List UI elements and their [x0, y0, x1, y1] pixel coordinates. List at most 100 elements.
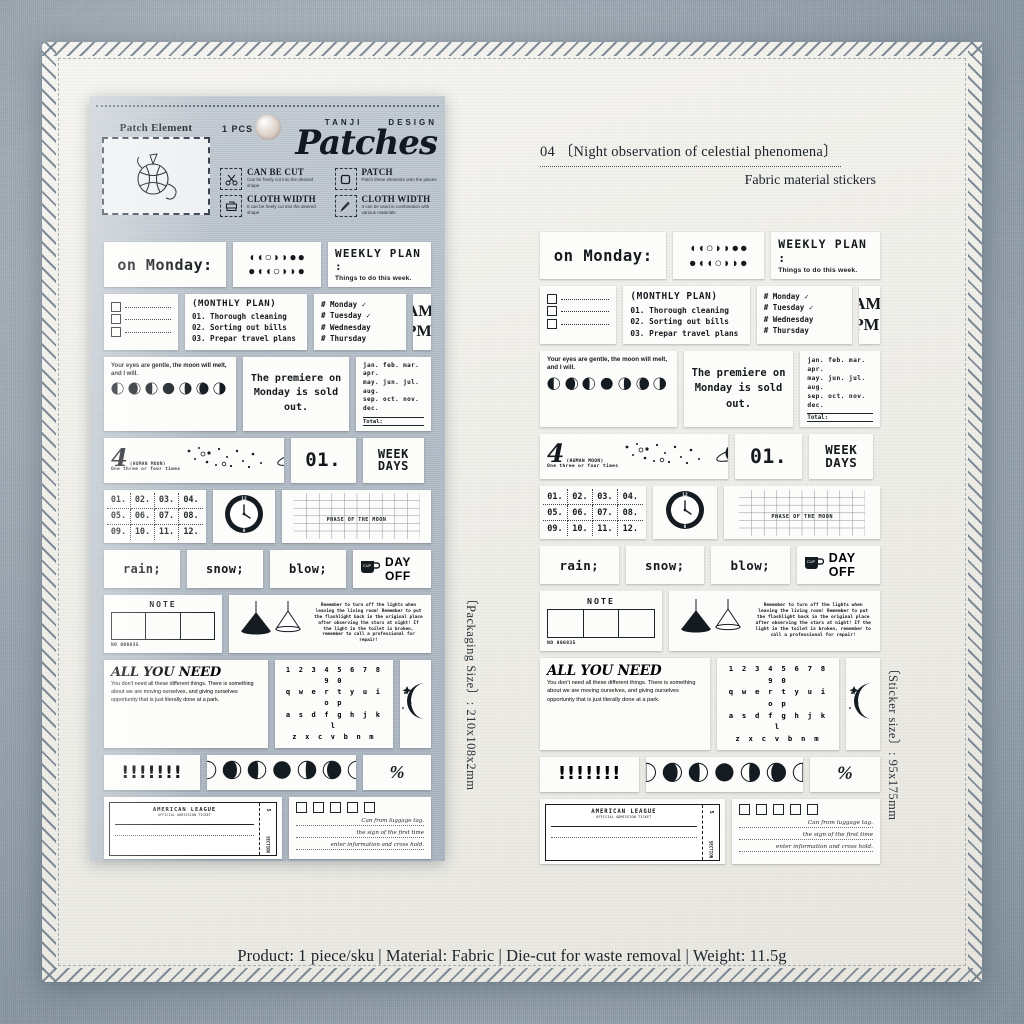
sticker-checkbox-list[interactable] [540, 286, 617, 344]
sticker-script-lines[interactable]: Can from luggage tag.the sign of the fir… [289, 797, 431, 860]
sticker-months[interactable]: jan. feb. mar. apr.may. jun. jul. aug.se… [800, 350, 880, 428]
check-mark: ✓ [808, 303, 814, 313]
sticker-lamp-note[interactable]: Remember to turn off the lights when lea… [229, 594, 431, 653]
sticker-quote-moons[interactable]: Your eyes are gentle, the moon will melt… [540, 350, 677, 428]
script-rule [738, 851, 873, 853]
checkbox-icon[interactable] [111, 314, 121, 324]
sticker-premiere[interactable]: The premiere on Monday is sold out. [683, 350, 794, 428]
sticker-weather-word[interactable]: snow; [625, 546, 704, 585]
product-footer-info: Product: 1 piece/sku | Material: Fabric … [237, 946, 787, 965]
sticker-weather-word[interactable]: rain; [104, 549, 180, 588]
month-line: may. jun. jul. aug. [807, 374, 866, 391]
sticker-moon-phase-grid[interactable]: PHASE OF THE MOON [282, 489, 431, 543]
sticker-number-grid[interactable]: 01.02.03.04.05.06.07.08.09.10.11.12. [540, 486, 646, 540]
sticker-months[interactable]: jan. feb. mar. apr.may. jun. jul. aug.se… [356, 356, 431, 431]
sticker-moon-dots[interactable]: ◖◖○◗◗●●●◖◖○◗◗● [233, 242, 321, 287]
checkbox-icon[interactable] [755, 804, 767, 816]
lamp-icon [236, 601, 308, 646]
sticker-exclamations[interactable]: !!!!!!! [540, 756, 640, 793]
sticker-weekly-plan[interactable]: WEEKLY PLAN :Things to do this week. [771, 232, 880, 279]
check-mark: ✓ [366, 311, 371, 321]
checkbox-icon[interactable] [547, 318, 557, 329]
paper-dashed-frame [58, 58, 966, 966]
sticker-weekday-hashtags[interactable]: # Monday ✓# Tuesday ✓# Wednesday # Thurs… [314, 294, 406, 350]
star-dots-icon [183, 445, 269, 476]
checkbox-icon[interactable] [313, 802, 324, 814]
sticker-moon-dots[interactable]: ◖◖○◗◗●●●◖◖○◗◗● [673, 232, 765, 279]
sticker-weekday-hashtags[interactable]: # Monday ✓# Tuesday ✓# Wednesday # Thurs… [756, 286, 852, 344]
sticker-checkbox-list[interactable] [104, 294, 178, 350]
sticker-lamp-note[interactable]: Remember to turn off the lights when lea… [669, 591, 880, 652]
sticker-weekly-plan[interactable]: WEEKLY PLAN :Things to do this week. [328, 242, 431, 287]
sticker-am-pm[interactable]: AM,PM, [858, 286, 880, 344]
write-line [561, 310, 610, 312]
moon-phase-icon [111, 382, 124, 400]
sheet-title-line2: Fabric material stickers [744, 173, 876, 188]
checkbox-icon[interactable] [296, 802, 307, 814]
checkbox-icon[interactable] [547, 293, 557, 304]
sticker-moon-phase-strip[interactable] [646, 756, 803, 793]
sticker-exclamations[interactable]: !!!!!!! [104, 755, 200, 791]
sticker-am-pm[interactable]: AM,PM, [413, 294, 431, 350]
sticker-on-monday[interactable]: on Monday: [104, 242, 226, 287]
sticker-number-01[interactable]: 01. [290, 437, 356, 483]
sticker-weather-word[interactable]: blow; [270, 549, 346, 588]
sticker-moon-phase-grid[interactable]: PHASE OF THE MOON [724, 486, 880, 540]
keyboard-row: q w e r t y u i o p [285, 688, 383, 708]
sticker-on-monday[interactable]: on Monday: [540, 232, 667, 279]
weekday-hash-item: # Wednesday [763, 314, 814, 324]
checkbox-icon[interactable] [789, 804, 801, 816]
checkbox-icon[interactable] [772, 804, 784, 816]
feature-cloth-width-pen: CLOTH WIDTH It can be used in combinatio… [334, 194, 440, 217]
script-rule [296, 825, 424, 827]
checkbox-icon[interactable] [347, 802, 358, 814]
keyboard-row: a s d f g h j k l [728, 710, 828, 732]
sticker-crescent-moon[interactable] [400, 659, 431, 749]
checkbox-icon[interactable] [364, 802, 375, 814]
checkbox-icon[interactable] [111, 301, 121, 312]
checkbox-icon[interactable] [330, 802, 341, 814]
sticker-script-lines[interactable]: Can from luggage tag.the sign of the fir… [731, 799, 880, 864]
sticker-four-saturn[interactable]: 4(HUMAN MOON)One three or four times [104, 437, 284, 483]
monthly-plan-item: 03. Prepar travel plans [630, 328, 739, 338]
feature-desc: It can be freely cut into the desired sh… [247, 204, 316, 216]
sticker-weather-word[interactable]: rain; [540, 546, 619, 585]
sticker-premiere[interactable]: The premiere on Monday is sold out. [243, 356, 349, 431]
number-cell: 11. [155, 524, 179, 540]
yarn-ball-stamp-icon [102, 137, 210, 215]
checkbox-icon[interactable] [806, 804, 818, 816]
sticker-percent[interactable]: % [809, 756, 880, 793]
sticker-weather-word[interactable]: blow; [711, 546, 790, 585]
checkbox-icon[interactable] [111, 326, 121, 337]
brand-right: DESIGN [388, 118, 437, 127]
sticker-crescent-moon[interactable] [846, 658, 880, 750]
checkbox-icon[interactable] [547, 306, 557, 316]
sticker-weather-word[interactable]: snow; [187, 549, 263, 588]
sticker-moon-phase-strip[interactable] [207, 755, 356, 791]
big-number-four: 4 [547, 439, 565, 469]
sticker-number-grid[interactable]: 01.02.03.04.05.06.07.08.09.10.11.12. [104, 489, 206, 543]
sticker-percent[interactable]: % [363, 755, 431, 791]
checkbox-icon[interactable] [738, 804, 750, 816]
sticker-four-saturn[interactable]: 4(HUMAN MOON)One three or four times [540, 434, 728, 480]
sticker-quote-moons[interactable]: Your eyes are gentle, the moon will melt… [104, 356, 236, 431]
sticker-number-01[interactable]: 01. [734, 434, 803, 480]
